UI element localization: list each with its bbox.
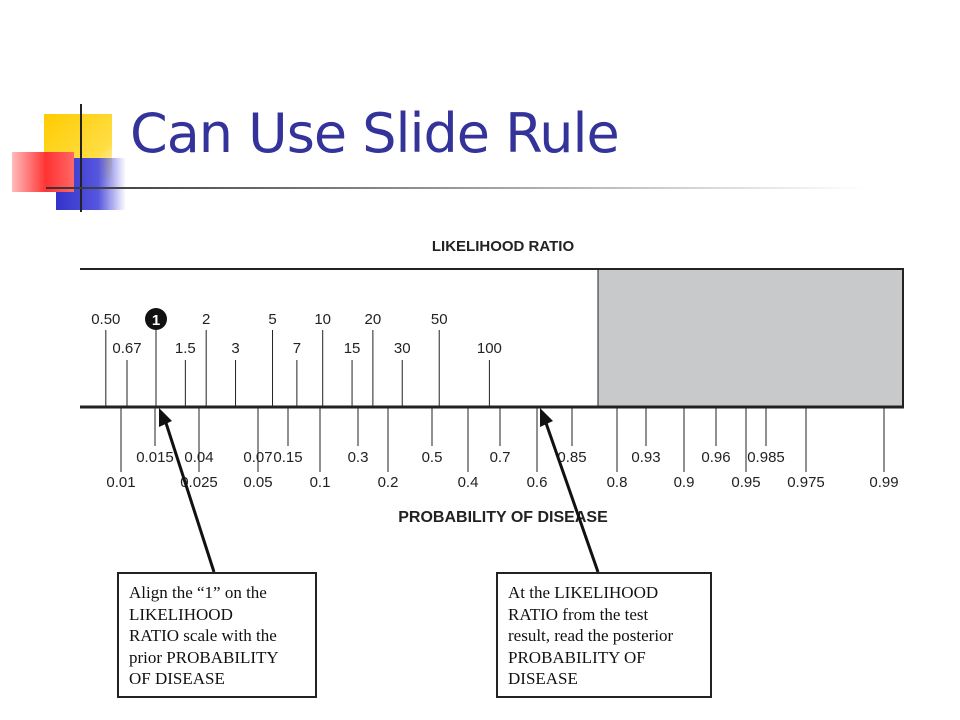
lr-tick-label: 50 <box>431 311 448 328</box>
arrow-right-head <box>540 408 553 427</box>
callout-left-line: RATIO scale with the <box>129 626 277 645</box>
lr-tick-label: 1.5 <box>175 340 196 357</box>
arrow-left-head <box>159 408 172 427</box>
lr-tick-label: 5 <box>268 311 276 328</box>
prob-tick-label: 0.7 <box>490 449 511 466</box>
deco-red-square <box>12 152 74 192</box>
lr-tick-label: 0.50 <box>91 311 120 328</box>
lr-tick-label: 3 <box>231 340 239 357</box>
title-underline <box>46 187 866 189</box>
prob-tick-label: 0.96 <box>701 449 730 466</box>
prob-tick-label: 0.5 <box>422 449 443 466</box>
callout-right-line: result, read the posterior <box>508 626 674 645</box>
callout-right-line: RATIO from the test <box>508 604 649 624</box>
callout-left-line: LIKELIHOOD <box>129 604 233 624</box>
prob-tick-label: 0.2 <box>378 474 399 491</box>
prob-tick-label: 0.15 <box>273 449 302 466</box>
arrow-right-shaft <box>544 422 600 573</box>
arrow-left-shaft <box>164 422 216 573</box>
prob-tick-label: 0.4 <box>458 474 479 491</box>
slide-title: Can Use Slide Rule <box>130 102 620 165</box>
callout-right-line: PROBABILITY OF <box>508 647 646 667</box>
lr-tick-label: 2 <box>202 311 210 328</box>
lr-tick-label: 30 <box>394 340 411 357</box>
title-vertical-rule <box>80 104 82 212</box>
prob-tick-label: 0.6 <box>527 474 548 491</box>
lr-scale: 0.50 1 2 5 10 20 50 0.67 1.5 3 7 15 30 100 <box>91 308 502 407</box>
prob-tick-label: 0.1 <box>310 474 331 491</box>
prob-tick-label: 0.8 <box>607 474 628 491</box>
prob-tick-label: 0.025 <box>180 474 218 491</box>
prob-tick-label: 0.9 <box>674 474 695 491</box>
prob-tick-label: 0.01 <box>106 474 135 491</box>
lr-tick-label: 100 <box>477 340 502 357</box>
probability-of-disease-label: PROBABILITY OF DISEASE <box>398 509 608 526</box>
callout-left-line: OF DISEASE <box>129 669 225 688</box>
prob-tick-label: 0.015 <box>136 449 174 466</box>
callout-read-instruction: At the LIKELIHOOD RATIO from the test re… <box>496 572 712 698</box>
lr-tick-label: 7 <box>293 340 301 357</box>
lr-tick-label: 20 <box>365 311 382 328</box>
lr-tick-label: 0.67 <box>112 340 141 357</box>
prob-tick-label: 0.05 <box>243 474 272 491</box>
prob-tick-label: 0.3 <box>348 449 369 466</box>
callout-left-line: Align the “1” on the <box>129 583 267 602</box>
callout-align-instruction: Align the “1” on the LIKELIHOOD RATIO sc… <box>117 572 317 698</box>
lr-tick-label: 10 <box>314 311 331 328</box>
gray-panel <box>598 269 903 407</box>
prob-tick-label: 0.99 <box>869 474 898 491</box>
prob-tick-label: 0.975 <box>787 474 825 491</box>
prob-tick-label: 0.95 <box>731 474 760 491</box>
lr-tick-label: 1 <box>152 312 160 329</box>
callout-left-line: prior PROBABILITY <box>129 647 279 667</box>
prob-tick-label: 0.985 <box>747 449 785 466</box>
lr-tick-label: 15 <box>344 340 361 357</box>
callout-right-line: At the LIKELIHOOD <box>508 583 659 602</box>
lr-one-marker <box>145 308 167 330</box>
likelihood-ratio-label: LIKELIHOOD RATIO <box>432 238 575 255</box>
callout-right-line: DISEASE <box>508 669 578 688</box>
prob-tick-label: 0.93 <box>631 449 660 466</box>
prob-tick-label: 0.85 <box>557 449 586 466</box>
